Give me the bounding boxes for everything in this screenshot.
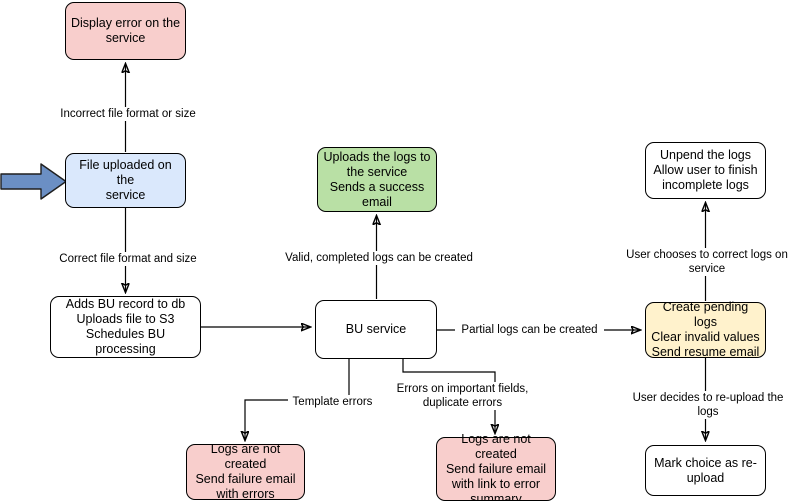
node-logs-not-created-with-errors[interactable]: Logs are not created Send failure email …	[186, 442, 305, 501]
edge-label-valid-completed-logs-can-be-created: Valid, completed logs can be created	[281, 251, 477, 265]
node-create-pending-logs[interactable]: Create pending logs Clear invalid values…	[645, 300, 766, 359]
edge-label-errors-on-important-fields: Errors on important fields, duplicate er…	[393, 382, 532, 410]
edge-label-user-decides-to-re-upload-the-logs: User decides to re-upload the logs	[620, 391, 796, 419]
edge-label-template-errors: Template errors	[288, 395, 377, 409]
edge-label-incorrect-file-format-or-size: Incorrect file format or size	[51, 107, 205, 121]
node-uploads-the-logs-to-the-service[interactable]: Uploads the logs to the service Sends a …	[317, 147, 437, 212]
node-logs-not-created-with-link-to-error-summary[interactable]: Logs are not created Send failure email …	[436, 432, 556, 501]
node-mark-choice-as-re-upload[interactable]: Mark choice as re- upload	[645, 445, 766, 496]
edge-label-correct-file-format-and-size: Correct file format and size	[53, 252, 203, 266]
input-block-arrow	[0, 163, 67, 200]
edge-label-partial-logs-can-be-created: Partial logs can be created	[455, 323, 604, 337]
node-display-error[interactable]: Display error on the service	[65, 2, 186, 60]
node-adds-bu-record-to-db[interactable]: Adds BU record to db Uploads file to S3 …	[50, 296, 201, 358]
edge-label-user-chooses-to-correct-logs-on-service: User chooses to correct logs on service	[605, 248, 801, 276]
node-file-uploaded-on-the-service[interactable]: File uploaded on the service	[65, 153, 186, 208]
node-bu-service[interactable]: BU service	[315, 300, 437, 359]
node-unpend-the-logs[interactable]: Unpend the logs Allow user to finish inc…	[645, 142, 766, 199]
